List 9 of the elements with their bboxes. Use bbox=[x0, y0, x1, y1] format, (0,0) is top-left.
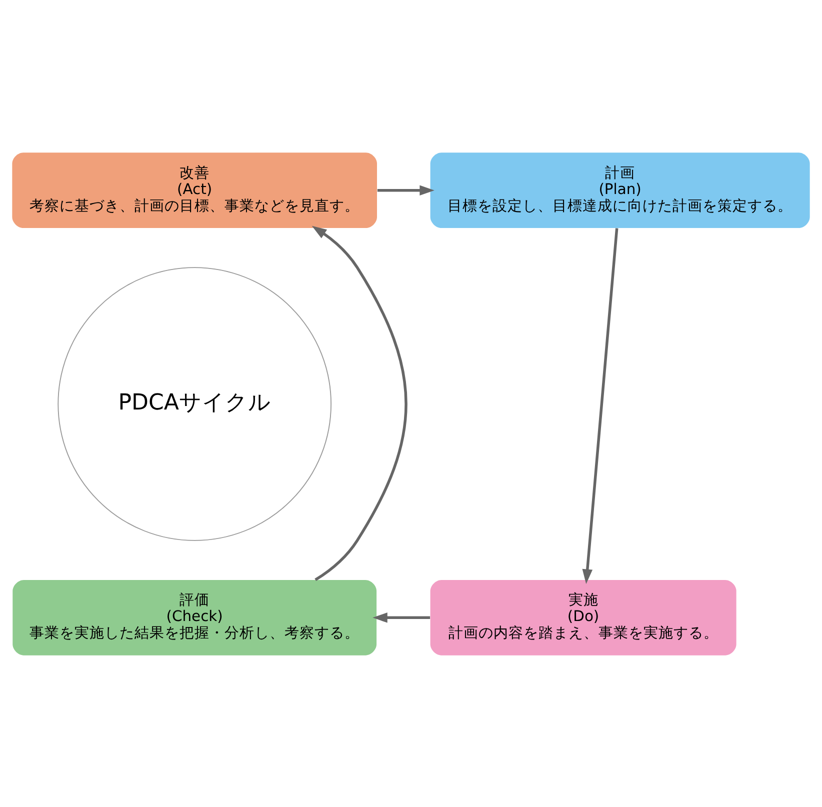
node-box: 実施 (Do) 計画の内容を踏まえ、事業を実施する。 bbox=[430, 579, 736, 655]
node-box: 改善 (Act) 考察に基づき、計画の目標、事業などを見直す。 bbox=[12, 152, 377, 228]
arrow bbox=[372, 612, 430, 622]
node-box: 計画 (Plan) 目標を設定し、目標達成に向けた計画を策定する。 bbox=[430, 152, 810, 228]
node-circle: PDCAサイクル bbox=[58, 266, 332, 540]
node-box: 評価 (Check) 事業を実施した結果を把握・分析し、考察する。 bbox=[12, 579, 377, 655]
arrow bbox=[582, 228, 618, 584]
arrow bbox=[312, 225, 408, 580]
arrow bbox=[377, 184, 434, 196]
